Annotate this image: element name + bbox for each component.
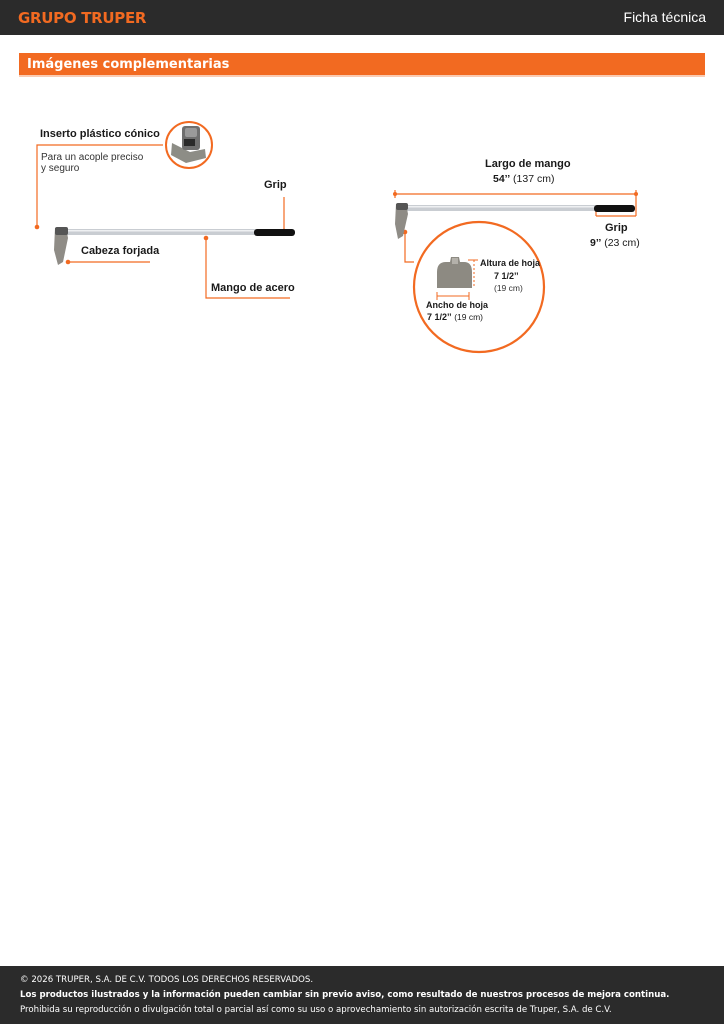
insert-description-line-1: Para un acople preciso <box>41 152 144 163</box>
brand-logo: GRUPO TRUPER <box>18 9 147 27</box>
insert-callout-line <box>36 144 163 227</box>
blade-width-cm: (19 cm) <box>454 312 484 322</box>
section-divider <box>19 75 705 77</box>
footer-notice: Los productos ilustrados y la informació… <box>20 990 670 1000</box>
document-title: Ficha técnica <box>623 9 706 25</box>
header-bar: GRUPO TRUPER Ficha técnica <box>0 0 724 35</box>
blade-height-label: Altura de hoja <box>480 258 541 268</box>
grip-label-right: Grip <box>605 222 628 234</box>
head-label: Cabeza forjada <box>81 245 160 257</box>
right-dimension-diagram <box>393 190 638 354</box>
blade-detail-circle <box>412 220 546 354</box>
grip-cm: (23 cm) <box>604 237 640 249</box>
section-title: Imágenes complementarias <box>27 57 230 72</box>
handle-length-inches: 54’’ <box>493 173 511 185</box>
blade-callout-line <box>404 232 414 263</box>
handle-length-value: 54’’ (137 cm) <box>493 173 554 185</box>
grip-label-left: Grip <box>264 179 287 191</box>
hoe-image-right <box>395 203 635 239</box>
footer: © 2026 TRUPER, S.A. DE C.V. TODOS LOS DE… <box>0 966 724 1024</box>
blade-width-value: 7 1/2’’ (19 cm) <box>427 312 483 322</box>
hoe-image-left <box>54 227 295 265</box>
handle-length-cm: (137 cm) <box>513 173 555 185</box>
footer-legal: Prohibida su reproducción o divulgación … <box>20 1005 612 1015</box>
grip-inches: 9’’ <box>590 237 602 249</box>
blade-height-cm: (19 cm) <box>494 283 523 293</box>
blade-height-inches: 7 1/2’’ <box>494 271 519 281</box>
insert-description-line-2: y seguro <box>41 163 80 174</box>
section-header: Imágenes complementarias <box>19 53 705 75</box>
left-product-diagram <box>34 121 295 299</box>
handle-length-label: Largo de mango <box>485 158 571 170</box>
handle-label: Mango de acero <box>211 282 295 294</box>
footer-copyright: © 2026 TRUPER, S.A. DE C.V. TODOS LOS DE… <box>20 975 314 985</box>
blade-width-inches: 7 1/2’’ <box>427 312 452 322</box>
insert-detail-circle <box>165 121 213 169</box>
insert-label: Inserto plástico cónico <box>40 128 160 140</box>
blade-width-label: Ancho de hoja <box>426 300 489 310</box>
grip-value: 9’’ (23 cm) <box>590 237 640 249</box>
handle-callout-line <box>205 238 290 299</box>
